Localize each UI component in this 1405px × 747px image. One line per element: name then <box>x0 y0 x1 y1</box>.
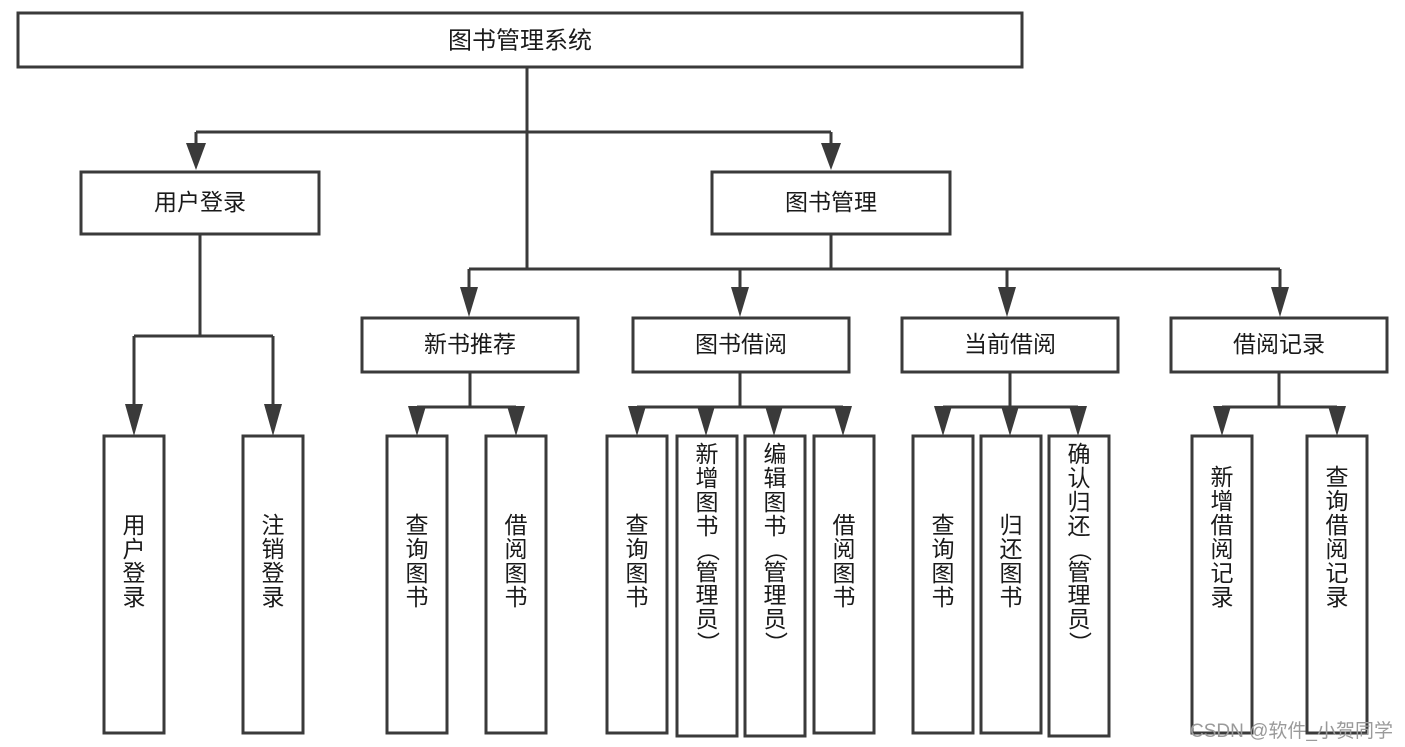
leaf-box-borrow-book-2[interactable] <box>812 434 876 735</box>
node-user-login[interactable]: 用户登录 <box>79 170 321 236</box>
leaf-box-query-book-2[interactable] <box>605 434 669 735</box>
connector-group-root <box>186 67 841 269</box>
arrowhead-leaf-edit-book <box>765 406 783 436</box>
node-root-label: 图书管理系统 <box>448 27 592 54</box>
node-user-login-label: 用户登录 <box>154 189 246 215</box>
arrowhead-book-management <box>821 143 841 170</box>
node-book-management-box[interactable] <box>710 170 952 236</box>
arrowhead-leaf-confirm-return <box>1069 406 1087 436</box>
arrowhead-leaf-query-book-3 <box>934 406 952 436</box>
arrowhead-leaf-add-record <box>1213 406 1231 436</box>
node-book-management-label: 图书管理 <box>785 189 877 215</box>
arrowhead-leaf-borrow-book-2 <box>834 406 852 436</box>
leaf-box-borrow-book-1[interactable] <box>484 434 548 735</box>
leaf-box-query-book-1[interactable] <box>385 434 449 735</box>
node-borrow-record[interactable]: 借阅记录 <box>1169 316 1389 374</box>
arrowhead-leaf-user-login <box>125 404 143 436</box>
arrowhead-borrow-record <box>1271 287 1289 317</box>
node-root-box[interactable] <box>16 11 1024 69</box>
connector-group-new-book-recommend <box>408 372 525 436</box>
connector-group-book-management <box>460 234 1289 317</box>
connector-group-book-borrow <box>628 372 852 436</box>
node-new-book-recommend-label: 新书推荐 <box>424 331 516 357</box>
leaf-box-add-record[interactable] <box>1190 434 1254 735</box>
node-book-borrow[interactable]: 图书借阅 <box>631 316 851 374</box>
arrowhead-leaf-query-book-1 <box>408 406 426 436</box>
arrowhead-leaf-return-book <box>1001 406 1019 436</box>
arrowhead-leaf-add-book <box>697 406 715 436</box>
node-book-management[interactable]: 图书管理 <box>710 170 952 236</box>
node-current-borrow-box[interactable] <box>900 316 1120 374</box>
leaf-box-confirm-return[interactable] <box>1047 434 1111 738</box>
arrowhead-book-borrow <box>731 287 749 317</box>
connector-group-user-login <box>125 234 282 436</box>
connector-group-current-borrow <box>934 372 1087 436</box>
node-current-borrow-label: 当前借阅 <box>964 331 1056 357</box>
leaf-box-edit-book[interactable] <box>743 434 807 738</box>
arrowhead-current-borrow <box>998 287 1016 317</box>
node-current-borrow[interactable]: 当前借阅 <box>900 316 1120 374</box>
arrowhead-leaf-user-logout <box>264 404 282 436</box>
leaf-box-return-book[interactable] <box>979 434 1043 735</box>
node-borrow-record-box[interactable] <box>1169 316 1389 374</box>
leaf-box-user-login[interactable] <box>102 434 166 735</box>
node-root[interactable]: 图书管理系统 <box>16 11 1024 69</box>
connector-group-borrow-record <box>1213 372 1346 436</box>
node-borrow-record-label: 借阅记录 <box>1233 331 1325 357</box>
arrowhead-new-book-recommend <box>460 287 478 317</box>
arrowhead-user-login <box>186 143 206 170</box>
arrowhead-leaf-borrow-book-1 <box>507 406 525 436</box>
node-book-borrow-label: 图书借阅 <box>695 331 787 357</box>
leaf-box-user-logout[interactable] <box>241 434 305 735</box>
leaf-box-query-record[interactable] <box>1305 434 1369 735</box>
node-book-borrow-box[interactable] <box>631 316 851 374</box>
watermark-text: CSDN @软件_小贺同学 <box>1190 721 1393 742</box>
node-new-book-recommend-box[interactable] <box>360 316 580 374</box>
leaf-box-add-book[interactable] <box>675 434 739 738</box>
arrowhead-leaf-query-book-2 <box>628 406 646 436</box>
node-user-login-box[interactable] <box>79 170 321 236</box>
node-new-book-recommend[interactable]: 新书推荐 <box>360 316 580 374</box>
leaf-box-query-book-3[interactable] <box>911 434 975 735</box>
arrowhead-leaf-query-record <box>1328 406 1346 436</box>
